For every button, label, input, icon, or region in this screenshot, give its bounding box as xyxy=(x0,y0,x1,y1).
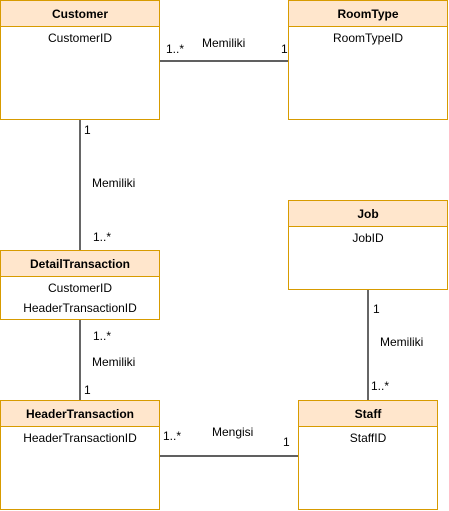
entity-job-title: Job xyxy=(289,201,447,227)
relation-customer-roomtype-card-to: 1 xyxy=(281,42,288,56)
relation-detail-header-card-from: 1..* xyxy=(93,329,112,343)
entity-headertransaction[interactable]: HeaderTransaction HeaderTransactionID xyxy=(0,400,160,510)
entity-staff-title: Staff xyxy=(299,401,437,427)
entity-customer-title: Customer xyxy=(1,1,159,27)
entity-job[interactable]: Job JobID xyxy=(288,200,448,290)
entity-staff[interactable]: Staff StaffID xyxy=(298,400,438,510)
entity-roomtype-attr: RoomTypeID xyxy=(332,31,404,45)
entity-job-attr: JobID xyxy=(352,231,384,245)
relation-customer-roomtype-label: Memiliki xyxy=(202,36,246,50)
relation-job-staff-label: Memiliki xyxy=(380,335,424,349)
relation-header-staff-card-to: 1 xyxy=(283,435,290,449)
relation-header-staff-card-from: 1..* xyxy=(163,429,182,443)
entity-headertransaction-title: HeaderTransaction xyxy=(1,401,159,427)
relation-detail-header-card-to: 1 xyxy=(84,383,91,397)
entity-customer-attr: CustomerID xyxy=(47,31,112,45)
relation-detail-header-label: Memiliki xyxy=(92,355,136,369)
entity-detailtransaction-title: DetailTransaction xyxy=(1,251,159,277)
entity-detailtransaction[interactable]: DetailTransaction CustomerID HeaderTrans… xyxy=(0,250,160,320)
entity-roomtype-title: RoomType xyxy=(289,1,447,27)
relation-customer-detail-card-to: 1..* xyxy=(93,230,112,244)
relation-customer-roomtype-card-from: 1..* xyxy=(166,42,185,56)
relation-header-staff-label: Mengisi xyxy=(212,425,254,439)
relation-customer-detail-label: Memiliki xyxy=(92,176,136,190)
entity-customer[interactable]: Customer CustomerID xyxy=(0,0,160,120)
entity-roomtype[interactable]: RoomType RoomTypeID xyxy=(288,0,448,120)
entity-headertransaction-attr: HeaderTransactionID xyxy=(23,431,137,445)
relation-customer-detail-card-from: 1 xyxy=(84,123,91,137)
entity-staff-attr: StaffID xyxy=(349,431,387,445)
entity-detailtransaction-attr-2: HeaderTransactionID xyxy=(23,301,137,315)
entity-detailtransaction-attr-1: CustomerID xyxy=(47,281,112,295)
relation-job-staff-card-to: 1..* xyxy=(371,379,390,393)
relation-job-staff-card-from: 1 xyxy=(373,302,380,316)
